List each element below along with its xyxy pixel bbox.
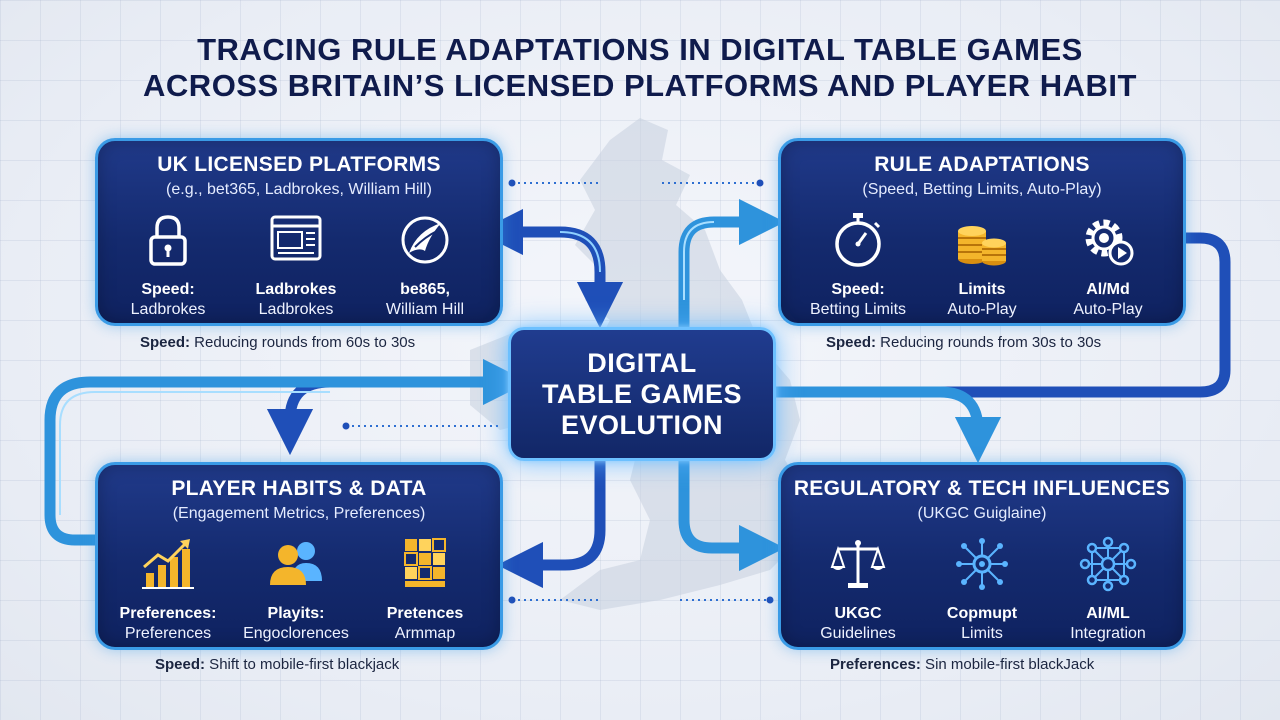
heatmap-icon xyxy=(404,538,446,587)
item-value: Guidelines xyxy=(820,625,896,642)
item-label: AI/ML xyxy=(1086,605,1130,622)
center-line-3: EVOLUTION xyxy=(560,410,723,440)
platforms-note: Speed: Reducing rounds from 60s to 30s xyxy=(140,334,415,351)
regulatory-item-2: Copmupt Limits xyxy=(917,535,1047,644)
bar-chart-icon xyxy=(142,539,194,589)
rule-item-2: Limits Auto-Play xyxy=(917,211,1047,320)
center-line-2: TABLE GAMES xyxy=(542,379,742,409)
note-text: Reducing rounds from 60s to 30s xyxy=(190,334,416,351)
item-value: William Hill xyxy=(385,301,465,318)
note-text: Sin mobile-first blackJack xyxy=(920,656,1095,673)
panel-heading: REGULATORY & TECH INFLUENCES xyxy=(793,477,1171,500)
lock-icon xyxy=(149,215,187,266)
rule-item-1: Speed: Betting Limits xyxy=(793,211,923,320)
brand-swoosh-icon xyxy=(401,216,449,264)
platform-item-3: be865, William Hill xyxy=(360,211,490,320)
item-label: Limits xyxy=(958,281,1006,298)
circuit-icon xyxy=(956,538,1008,590)
item-value: Armmap xyxy=(394,625,456,642)
panel-subheading: (e.g., bet365, Ladbrokes, William Hill) xyxy=(166,181,432,198)
item-value: Limits xyxy=(961,625,1003,642)
habits-note: Speed: Shift to mobile-first blackjack xyxy=(155,656,399,673)
item-value: Betting Limits xyxy=(809,301,907,318)
center-line-1: DIGITAL xyxy=(587,348,697,378)
panel-heading: UK LICENSED PLATFORMS xyxy=(157,153,441,176)
item-label: Playits: xyxy=(267,605,325,622)
item-label: Speed: xyxy=(831,281,885,298)
item-value: Ladbrokes xyxy=(130,301,206,318)
users-icon xyxy=(270,542,322,585)
item-value: Engoclorences xyxy=(243,625,349,642)
panel-subheading: (Engagement Metrics, Preferences) xyxy=(172,505,426,522)
platform-item-2: Ladbrokes Ladbrokes xyxy=(231,211,361,320)
item-label: Speed: xyxy=(141,281,195,298)
note-text: Reducing rounds from 30s to 30s xyxy=(876,334,1102,351)
panel-subheading: (Speed, Betting Limits, Auto-Play) xyxy=(862,181,1102,198)
rule-item-3: Al/Md Auto-Play xyxy=(1043,211,1173,320)
item-label: be865, xyxy=(400,281,450,298)
panel-heading: RULE ADAPTATIONS xyxy=(874,153,1090,176)
item-label: Ladbrokes xyxy=(255,281,337,298)
center-hub: DIGITAL TABLE GAMES EVOLUTION xyxy=(508,327,776,461)
panel-heading: PLAYER HABITS & DATA xyxy=(171,477,427,500)
note-label: Speed: xyxy=(140,334,191,351)
habit-item-1: Preferences: Preferences xyxy=(103,535,233,644)
scales-icon xyxy=(830,540,886,588)
item-value: Preferences xyxy=(124,625,212,642)
regulatory-item-1: UKGC Guidelines xyxy=(793,535,923,644)
habit-item-3: Pretences Armmap xyxy=(360,535,490,644)
title-line-2: ACROSS BRITAIN’S LICENSED PLATFORMS AND … xyxy=(143,68,1137,103)
panel-subheading: (UKGC Guiglaine) xyxy=(917,505,1047,522)
item-label: Al/Md xyxy=(1086,281,1130,298)
chip-stack-icon xyxy=(958,226,1006,266)
regulatory-item-3: AI/ML Integration xyxy=(1043,535,1173,644)
page-title: TRACING RULE ADAPTATIONS IN DIGITAL TABL… xyxy=(0,32,1280,104)
title-line-1: TRACING RULE ADAPTATIONS IN DIGITAL TABL… xyxy=(197,32,1083,67)
note-label: Speed: xyxy=(155,656,206,673)
note-label: Speed: xyxy=(826,334,877,351)
habit-item-2: Playits: Engoclorences xyxy=(231,535,361,644)
browser-window-icon xyxy=(270,215,322,261)
rules-note: Speed: Reducing rounds from 30s to 30s xyxy=(826,334,1101,351)
item-label: Copmupt xyxy=(946,605,1018,622)
note-label: Preferences: xyxy=(830,656,921,673)
item-label: Pretences xyxy=(386,605,464,622)
regulatory-tech-panel: REGULATORY & TECH INFLUENCES (UKGC Guigl… xyxy=(778,462,1186,650)
item-value: Integration xyxy=(1070,625,1146,642)
gear-play-icon xyxy=(1085,219,1134,266)
item-value: Ladbrokes xyxy=(258,301,334,318)
platform-item-1: Speed: Ladbrokes xyxy=(103,211,233,320)
item-label: UKGC xyxy=(834,605,882,622)
item-value: Auto-Play xyxy=(947,301,1017,318)
player-habits-panel: PLAYER HABITS & DATA (Engagement Metrics… xyxy=(95,462,503,650)
rule-adaptations-panel: RULE ADAPTATIONS (Speed, Betting Limits,… xyxy=(778,138,1186,326)
item-label: Preferences: xyxy=(119,605,217,622)
stopwatch-icon xyxy=(835,213,881,267)
uk-licensed-platforms-panel: UK LICENSED PLATFORMS (e.g., bet365, Lad… xyxy=(95,138,503,326)
note-text: Shift to mobile-first blackjack xyxy=(205,656,400,673)
item-value: Auto-Play xyxy=(1073,301,1143,318)
network-icon xyxy=(1079,536,1137,592)
regulatory-note: Preferences: Sin mobile-first blackJack xyxy=(830,656,1094,673)
